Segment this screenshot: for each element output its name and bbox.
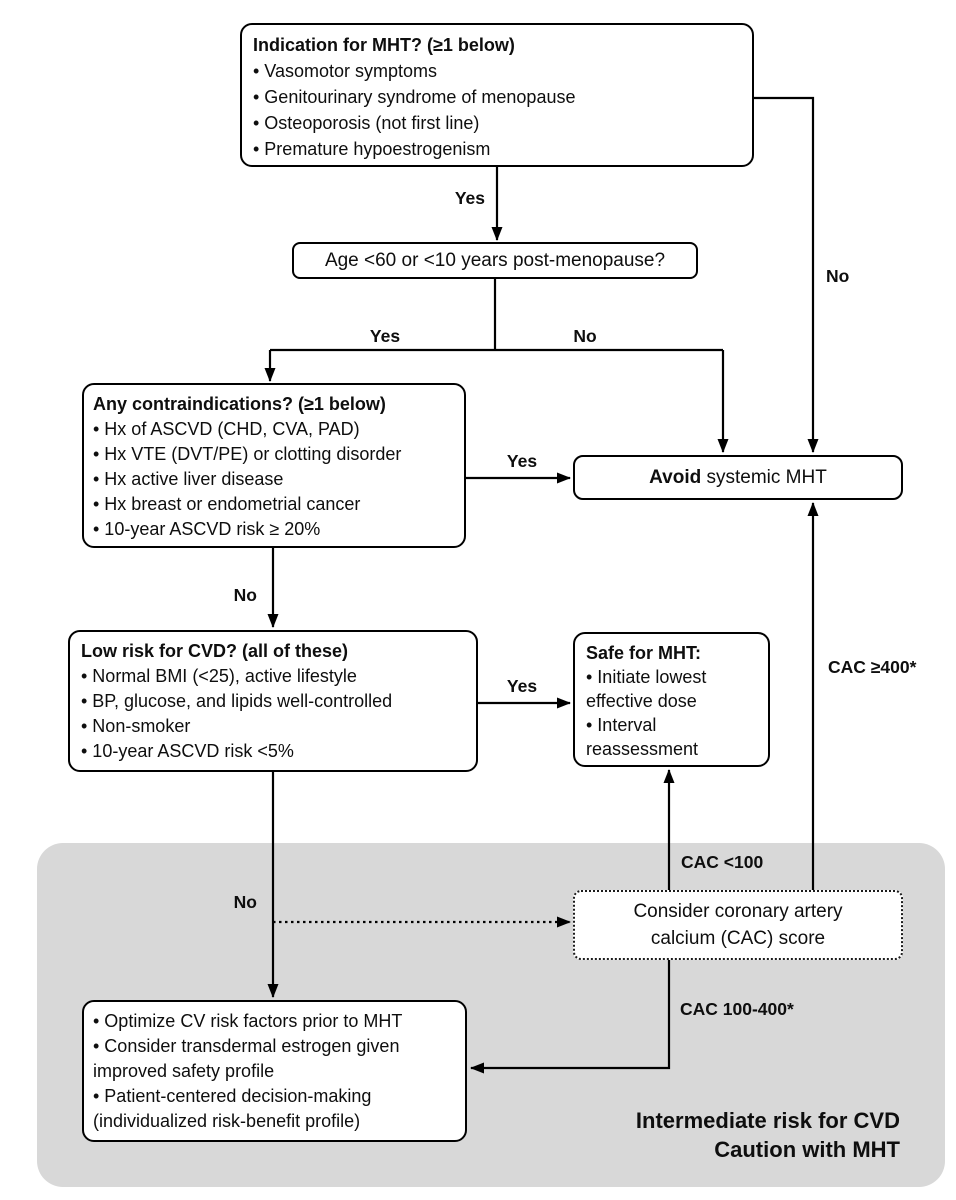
flow-box-contraindications: Any contraindications? (≥1 below) • Hx o… (82, 383, 466, 548)
arrow-cac-100-400-to-optimize (470, 960, 671, 1074)
bullet-item: • Vasomotor symptoms (253, 61, 438, 81)
label-no-indication: No (826, 266, 850, 286)
box-title: Indication for MHT? (≥1 below) (253, 35, 515, 55)
bullet-item: • Non-smoker (81, 716, 191, 736)
bullet-item: • Osteoporosis (not first line) (253, 113, 480, 133)
label-yes-lowrisk: Yes (506, 676, 538, 696)
label-no-contraindications: No (233, 585, 257, 605)
bullet-item: • Normal BMI (<25), active lifestyle (81, 666, 357, 686)
flow-box-low-risk: Low risk for CVD? (all of these) • Norma… (68, 630, 478, 772)
bullet-item: • Genitourinary syndrome of menopause (253, 87, 576, 107)
flow-box-optimize: • Optimize CV risk factors prior to MHT … (82, 1000, 467, 1142)
zone-caption-line1: Intermediate risk for CVD (635, 1108, 900, 1133)
label-yes-age: Yes (369, 326, 401, 346)
flow-box-avoid-mht: Avoid systemic MHT (573, 455, 903, 500)
box-title: Low risk for CVD? (all of these) (81, 641, 349, 661)
flow-box-age-question: Age <60 or <10 years post-menopause? (292, 242, 698, 279)
flow-box-indication: Indication for MHT? (≥1 below) • Vasomot… (240, 23, 754, 167)
bullet-item: • Hx breast or endometrial cancer (93, 494, 361, 514)
label-no-lowrisk: No (233, 892, 257, 912)
flow-box-safe-mht: Safe for MHT: • Initiate lowest effectiv… (573, 632, 770, 767)
bullet-item: • BP, glucose, and lipids well-controlle… (81, 691, 393, 711)
bullet-item: • 10-year ASCVD risk ≥ 20% (93, 519, 321, 539)
box-title: Safe for MHT: (586, 643, 702, 663)
arrow-indication-no-to-avoid (754, 96, 819, 453)
bullet-item: • 10-year ASCVD risk <5% (81, 741, 294, 761)
box-title: Any contraindications? (≥1 below) (93, 394, 386, 414)
bullet-item: • Hx of ASCVD (CHD, CVA, PAD) (93, 419, 360, 439)
box-text-line: calcium (CAC) score (650, 928, 826, 949)
zone-caption-line2: Caution with MHT (714, 1137, 900, 1162)
flow-box-cac-score: Consider coronary artery calcium (CAC) s… (573, 890, 903, 960)
bullet-item: • Initiate lowest effective dose (586, 667, 707, 711)
box-text: systemic MHT (701, 466, 827, 488)
bullet-item: • Patient-centered decision-making (indi… (93, 1086, 372, 1131)
zone-caption: Intermediate risk for CVD Caution with M… (556, 1106, 900, 1164)
label-yes-contraindications: Yes (506, 451, 538, 471)
bullet-item: • Consider transdermal estrogen given im… (93, 1036, 400, 1081)
label-no-age: No (573, 326, 597, 346)
bullet-item: • Optimize CV risk factors prior to MHT (93, 1011, 403, 1031)
label-yes-indication: Yes (454, 188, 485, 208)
line-age-branch-split (270, 279, 723, 352)
bullet-item: • Hx active liver disease (93, 469, 284, 489)
box-text-emphasis: Avoid (649, 466, 702, 488)
label-cac-ge-400: CAC ≥400* (828, 657, 917, 677)
label-cac-lt-100: CAC <100 (681, 852, 764, 872)
box-text: Age <60 or <10 years post-menopause? (324, 249, 666, 271)
label-cac-100-400: CAC 100-400* (680, 999, 794, 1019)
box-text-line: Consider coronary artery (633, 901, 843, 922)
bullet-item: • Interval reassessment (586, 715, 699, 759)
bullet-item: • Hx VTE (DVT/PE) or clotting disorder (93, 444, 402, 464)
bullet-item: • Premature hypoestrogenism (253, 139, 491, 159)
